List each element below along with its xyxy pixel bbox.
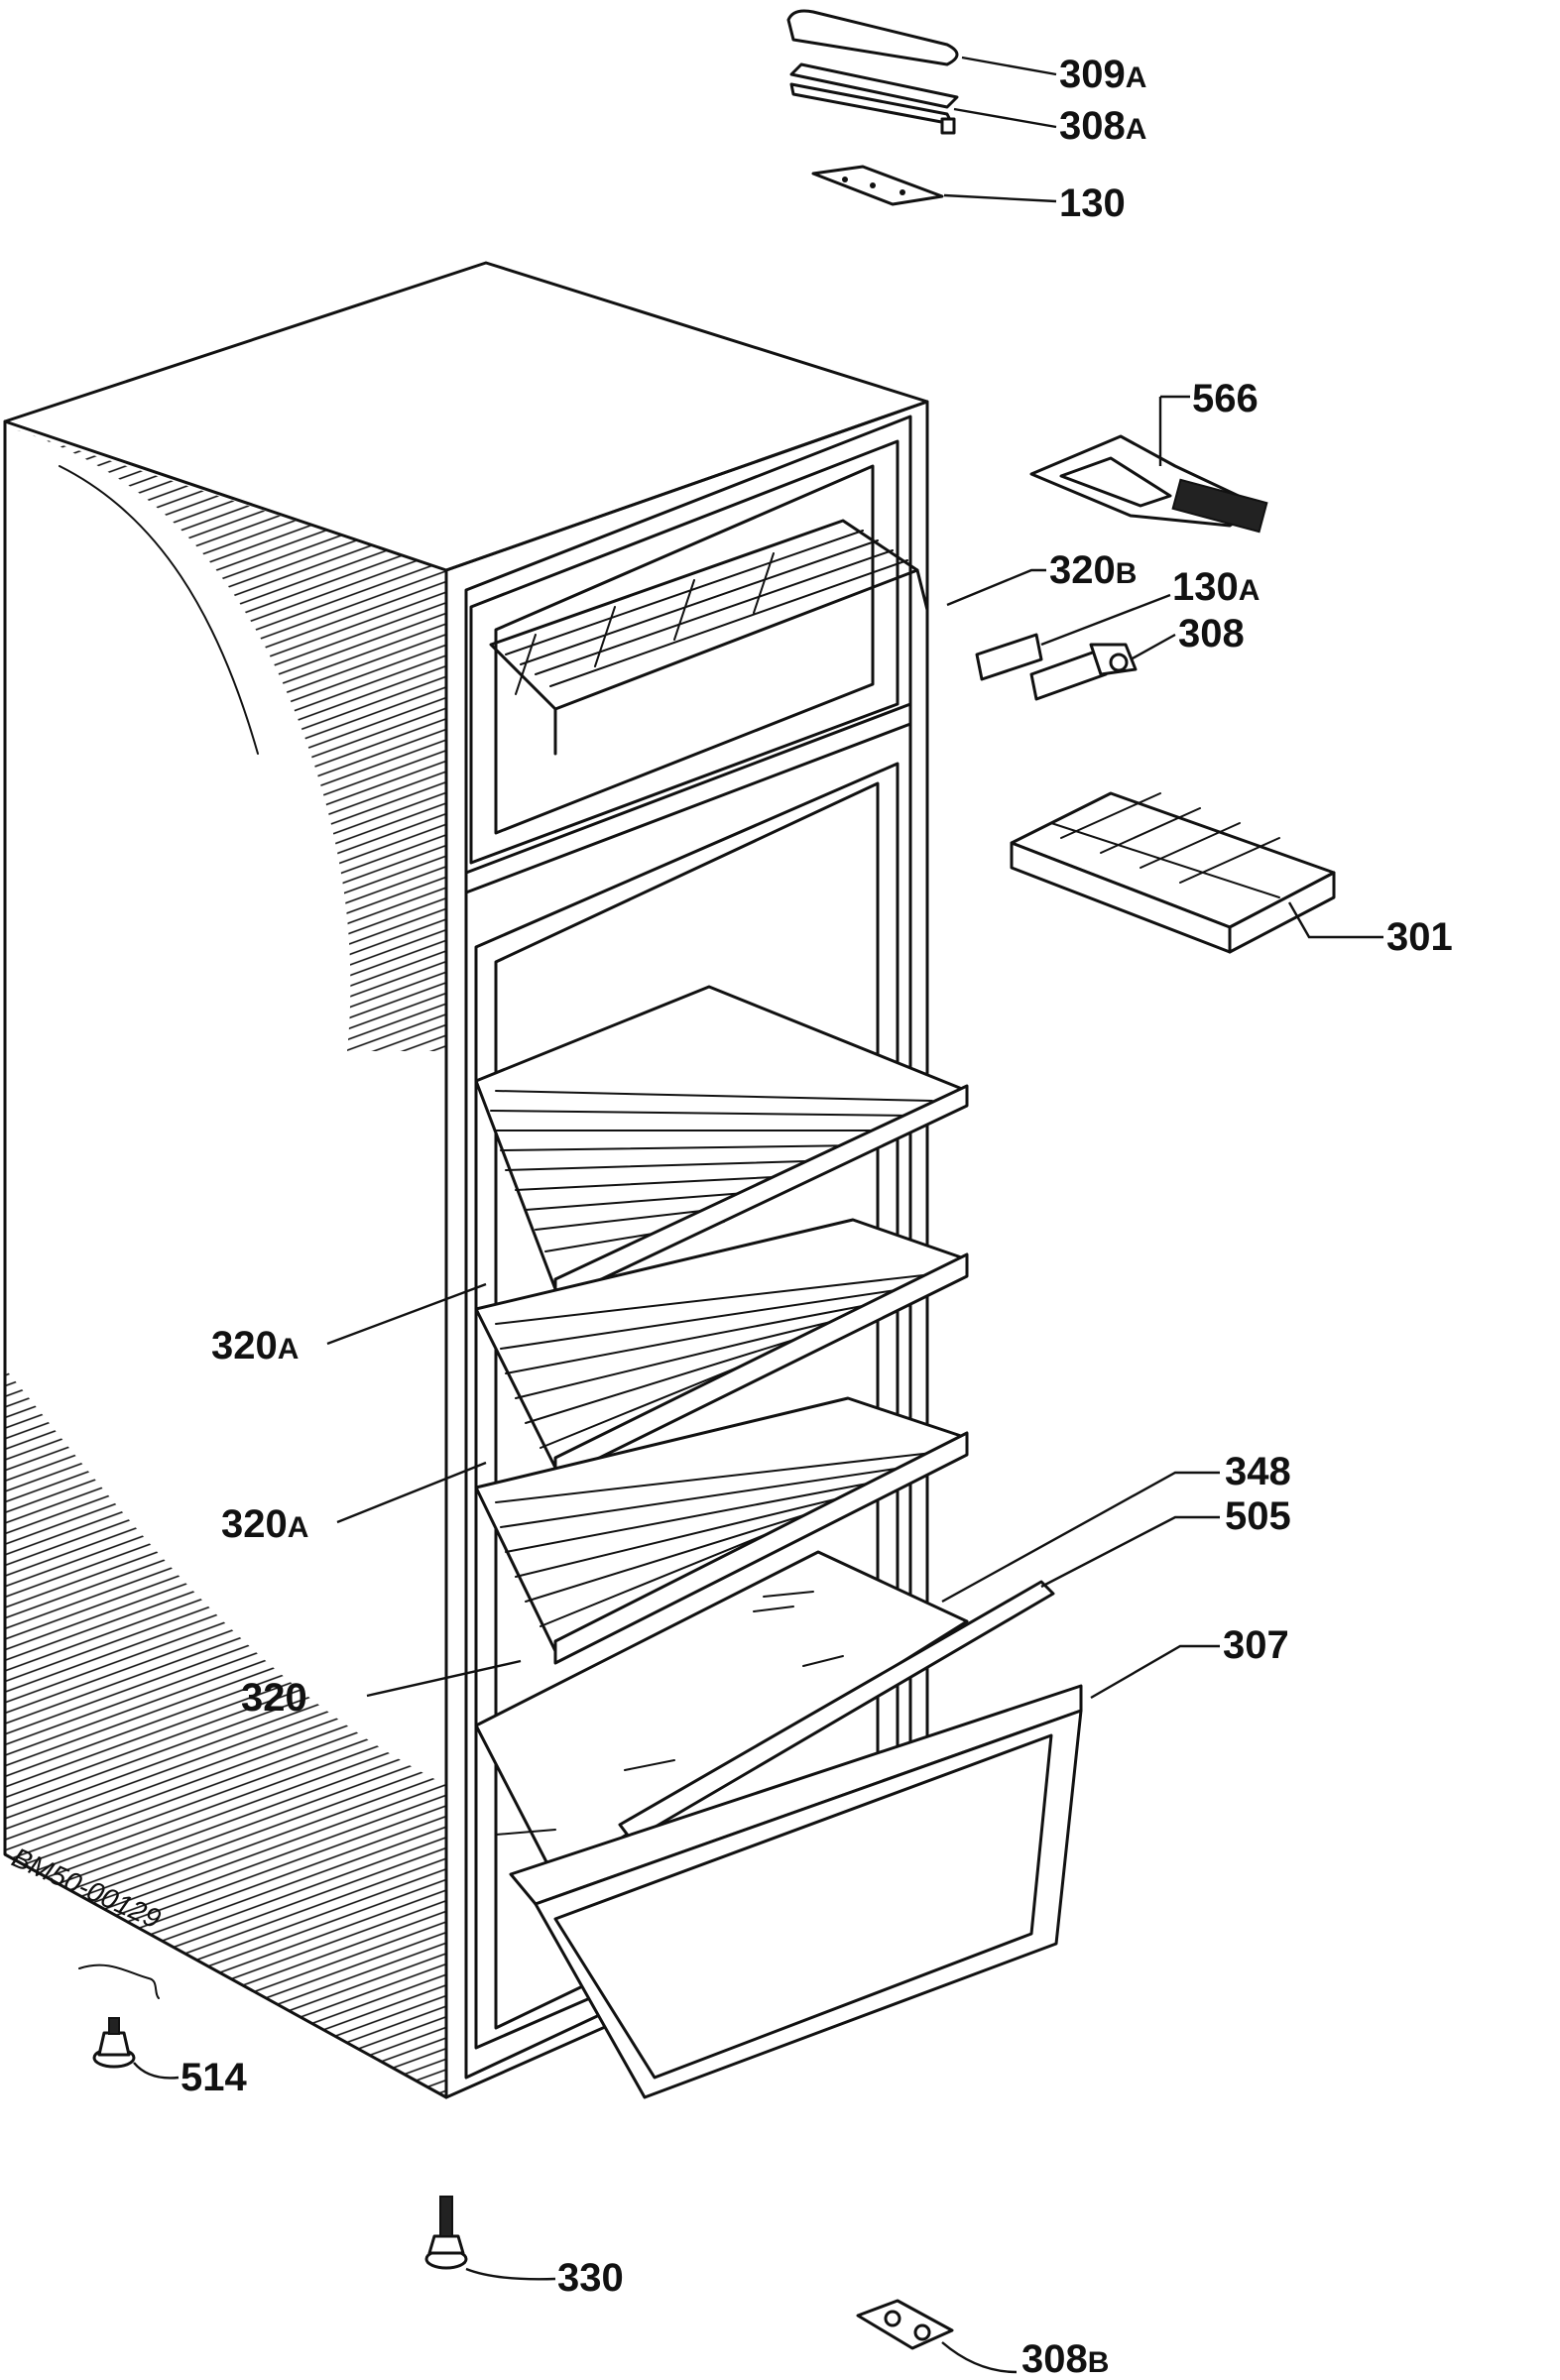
- callout-320b: 320B: [1049, 548, 1137, 592]
- hinge-308a: [789, 62, 959, 135]
- callout-308b: 308B: [1021, 2337, 1109, 2380]
- adjustable-foot-514: [92, 2017, 136, 2069]
- callout-514: 514: [180, 2056, 247, 2099]
- code-mark: [78, 1964, 160, 1999]
- plate-130a: [975, 633, 1043, 681]
- ice-tray-301: [1010, 791, 1336, 954]
- crisper-drawer-307: [509, 1684, 1083, 2099]
- cabinet-side-shading: [5, 426, 446, 2097]
- callout-505: 505: [1225, 1494, 1291, 1538]
- glass-plate-348: [474, 1550, 969, 1881]
- ice-scraper-566: [1029, 434, 1268, 534]
- callout-320: 320: [241, 1676, 307, 1720]
- callout-307: 307: [1223, 1623, 1289, 1667]
- screw-330: [424, 2196, 468, 2270]
- callout-320a-upper: 320A: [211, 1324, 299, 1368]
- callout-320a-lower: 320A: [221, 1502, 308, 1546]
- hinge-308b: [856, 2299, 954, 2350]
- callout-130: 130: [1059, 181, 1126, 225]
- hinge-308: [1029, 643, 1138, 701]
- leader-lines: [133, 56, 1383, 2374]
- callout-348: 348: [1225, 1450, 1291, 1493]
- shelf-320: [474, 1396, 969, 1665]
- hinge-cover-309a: [786, 9, 959, 66]
- callout-566: 566: [1192, 377, 1259, 420]
- callout-308: 308: [1178, 612, 1245, 655]
- callout-130a: 130A: [1172, 565, 1260, 609]
- callout-301: 301: [1386, 915, 1453, 959]
- plate-130: [811, 165, 944, 206]
- refrigerator-cabinet: [3, 261, 929, 2099]
- callout-308a: 308A: [1059, 104, 1146, 148]
- shelf-320a-lower: [474, 1218, 969, 1482]
- freezer-compartment: [464, 439, 929, 894]
- freezer-wire-shelf: [489, 519, 929, 756]
- callout-labels: 309A 308A 130 566 320B 130A 308 301 320A…: [180, 53, 1453, 2380]
- callout-309a: 309A: [1059, 53, 1146, 96]
- callout-330: 330: [557, 2256, 624, 2300]
